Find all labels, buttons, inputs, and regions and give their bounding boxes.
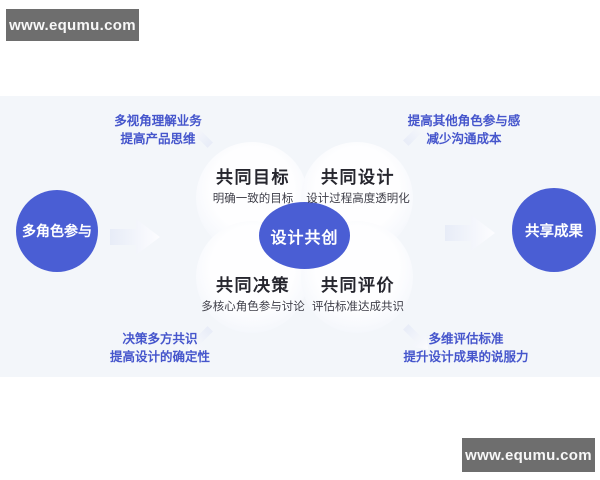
- annotation-line: 提升设计成果的说服力: [403, 350, 529, 364]
- annotation-line: 多维评估标准: [428, 332, 504, 346]
- petal-label-co-design: 共同设计 设计过程高度透明化: [292, 167, 424, 207]
- petal-title: 共同评价: [321, 276, 395, 295]
- node-label: 多角色参与: [22, 223, 92, 239]
- arrow-up-left-icon: [187, 122, 214, 149]
- annotation-line: 减少沟通成本: [426, 132, 502, 146]
- node-label: 共享成果: [525, 223, 583, 240]
- petal-title: 共同目标: [216, 168, 290, 187]
- petal-label-co-evaluation: 共同评价 评估标准达成共识: [292, 275, 424, 315]
- petal-title: 共同决策: [216, 276, 290, 295]
- watermark-text: www.equmu.com: [9, 16, 136, 34]
- annotation-bottom-left: 决策多方共识 提高设计的确定性: [88, 330, 232, 366]
- petal-label-common-goal: 共同目标 明确一致的目标: [188, 167, 318, 207]
- arrow-right-icon: [110, 219, 160, 255]
- annotation-line: 提高设计的确定性: [109, 350, 210, 364]
- watermark-text: www.equmu.com: [465, 446, 592, 464]
- annotation-line: 多视角理解业务: [114, 114, 202, 128]
- input-node-multi-role: 多角色参与: [16, 190, 98, 272]
- watermark-bottom: www.equmu.com: [462, 438, 595, 472]
- petal-subtitle: 设计过程高度透明化: [306, 193, 410, 205]
- arrow-right-icon: [445, 215, 495, 251]
- petal-subtitle: 明确一致的目标: [212, 193, 294, 205]
- arrow-down-left-icon: [187, 325, 214, 352]
- petal-subtitle: 评估标准达成共识: [312, 301, 404, 313]
- annotation-top-right: 提高其他角色参与感 减少沟通成本: [392, 112, 536, 148]
- petal-label-co-decision: 共同决策 多核心角色参与讨论: [188, 275, 318, 315]
- annotation-line: 提高其他角色参与感: [407, 114, 521, 128]
- node-label: 设计共创: [270, 229, 339, 247]
- annotation-bottom-right: 多维评估标准 提升设计成果的说服力: [390, 330, 542, 366]
- output-node-shared-results: 共享成果: [512, 188, 596, 272]
- petal-title: 共同设计: [321, 168, 395, 187]
- watermark-top: www.equmu.com: [6, 9, 139, 41]
- annotation-line: 决策多方共识: [122, 332, 198, 346]
- annotation-line: 提高产品思维: [120, 132, 196, 146]
- arrow-up-right-icon: [402, 120, 429, 147]
- center-node-design-cocreation: 设计共创: [259, 202, 350, 269]
- arrow-down-right-icon: [402, 323, 429, 350]
- petal-subtitle: 多核心角色参与讨论: [201, 301, 305, 313]
- annotation-top-left: 多视角理解业务 提高产品思维: [88, 112, 228, 148]
